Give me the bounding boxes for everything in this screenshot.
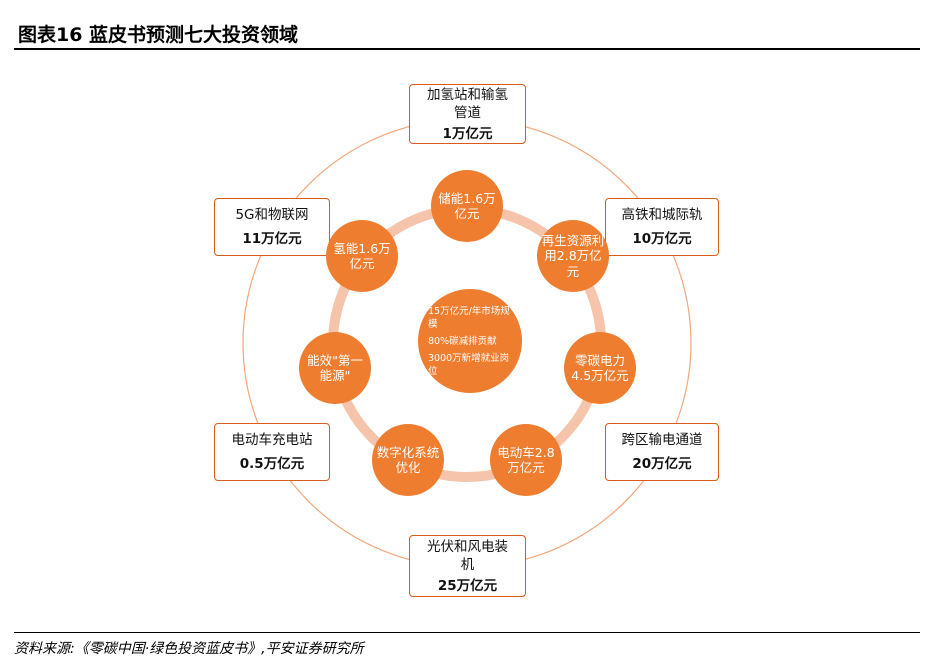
- title-divider: [14, 48, 920, 50]
- outer-box-value: 10万亿元: [632, 231, 692, 247]
- outer-box-high-speed-rail: 高铁和城际轨 10万亿元: [605, 198, 719, 256]
- center-line-jobs: 3000万新增就业岗位: [428, 352, 510, 377]
- outer-box-name: 加氢站和输氢管道: [427, 86, 508, 121]
- outer-box-value: 0.5万亿元: [239, 456, 305, 472]
- outer-box-hydrogen-pipeline: 加氢站和输氢管道 1万亿元: [409, 84, 526, 144]
- outer-box-5g-iot: 5G和物联网 11万亿元: [214, 198, 330, 256]
- outer-box-value: 25万亿元: [437, 577, 498, 594]
- outer-box-transmission: 跨区输电通道 20万亿元: [605, 423, 719, 481]
- inner-node-resource-recycling: 再生资源利用2.8万亿元: [537, 220, 609, 292]
- outer-box-name: 光伏和风电装机: [427, 538, 508, 573]
- outer-box-name: 5G和物联网: [235, 207, 309, 223]
- figure-title: 图表16 蓝皮书预测七大投资领域: [18, 24, 299, 46]
- footer-divider: [14, 632, 920, 633]
- source-note: 资料来源:《零碳中国·绿色投资蓝皮书》,平安证券研究所: [14, 641, 364, 657]
- outer-box-charging-station: 电动车充电站 0.5万亿元: [214, 423, 330, 481]
- outer-box-name: 电动车充电站: [231, 432, 313, 448]
- inner-node-digital-optimization: 数字化系统优化: [372, 424, 444, 496]
- center-line-market: 15万亿元/年市场规模: [428, 305, 510, 330]
- center-line-emission: 80%碳减排贡献: [428, 335, 497, 347]
- outer-box-name: 跨区输电通道: [621, 432, 703, 448]
- inner-node-energy-efficiency: 能效"第一能源": [299, 332, 371, 404]
- inner-node-electric-vehicle: 电动车2.8万亿元: [490, 424, 562, 496]
- inner-node-hydrogen: 氢能1.6万亿元: [326, 220, 398, 292]
- outer-box-value: 1万亿元: [442, 125, 493, 142]
- inner-node-energy-storage: 储能1.6万亿元: [431, 170, 503, 242]
- outer-box-value: 11万亿元: [242, 231, 302, 247]
- inner-node-zero-carbon-power: 零碳电力4.5万亿元: [564, 332, 636, 404]
- center-summary: 15万亿元/年市场规模 80%碳减排贡献 3000万新增就业岗位: [418, 289, 522, 393]
- outer-box-name: 高铁和城际轨: [621, 207, 703, 223]
- outer-box-value: 20万亿元: [632, 456, 692, 472]
- outer-box-solar-wind: 光伏和风电装机 25万亿元: [409, 535, 526, 597]
- title-bar: 图表16 蓝皮书预测七大投资领域: [14, 14, 920, 50]
